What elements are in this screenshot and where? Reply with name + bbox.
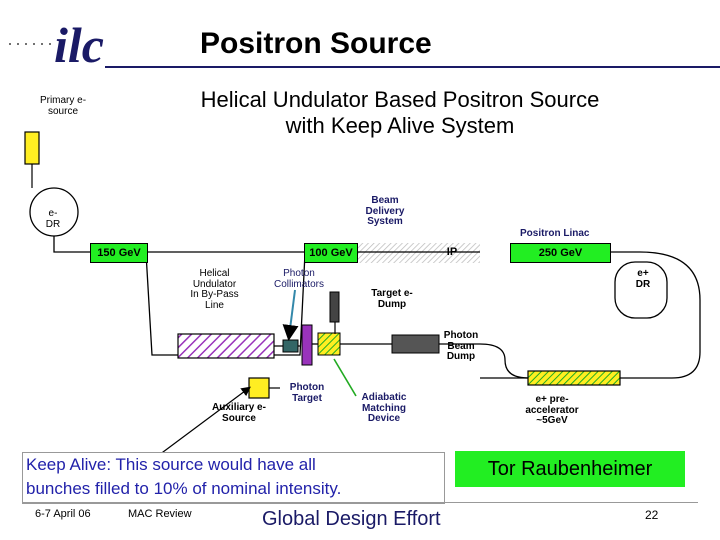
footer-rule — [22, 502, 698, 503]
bds-hatched-band — [356, 243, 480, 263]
preaccelerator-label: e+ pre-accelerator~5GeV — [525, 394, 579, 426]
footer-event: MAC Review — [128, 508, 192, 520]
energy-250gev: 250 GeV — [510, 243, 611, 263]
collimator-arrow — [282, 289, 299, 341]
author-box: Tor Raubenheimer — [455, 451, 685, 487]
logo-dots — [9, 43, 51, 45]
matching-curve — [479, 343, 529, 379]
auxiliary-source-label: Auxiliary e-Source — [212, 402, 266, 424]
positron-linac-label: Positron Linac — [520, 228, 590, 239]
amd-label-pointer — [333, 358, 357, 397]
positron-damping-ring — [614, 261, 668, 319]
energy-150gev: 150 GeV — [90, 243, 148, 263]
adiabatic-matching-device — [317, 332, 341, 356]
title-underline — [105, 66, 720, 68]
positron-return-line — [620, 251, 701, 379]
helical-undulator-box — [177, 333, 275, 359]
preaccelerator-box — [527, 370, 621, 386]
positron-dr-label: e+DR — [635, 268, 651, 290]
energy-100gev: 100 GeV — [304, 243, 358, 263]
electron-main-line — [53, 236, 90, 253]
logo-text: ilc — [54, 17, 104, 68]
target-dump-label: Target e-Dump — [371, 288, 413, 310]
e-dr-label: e-DR — [45, 208, 61, 230]
auxiliary-source-box — [248, 377, 270, 399]
photon-beam-dump — [391, 334, 440, 354]
interaction-point: IP — [446, 246, 458, 258]
photon-collimator — [282, 339, 299, 353]
keep-alive-arrow — [154, 386, 251, 459]
footer-org: Global Design Effort — [262, 508, 441, 530]
page-number: 22 — [645, 508, 659, 522]
primary-source-box — [24, 131, 40, 165]
target-dump — [329, 291, 340, 323]
footer-date: 6-7 April 06 — [35, 508, 91, 520]
primary-source-label: Primary e-source — [39, 95, 87, 117]
page-title: Positron Source — [200, 27, 432, 60]
photon-target — [301, 324, 313, 366]
ilc-logo: ilc — [9, 17, 104, 68]
